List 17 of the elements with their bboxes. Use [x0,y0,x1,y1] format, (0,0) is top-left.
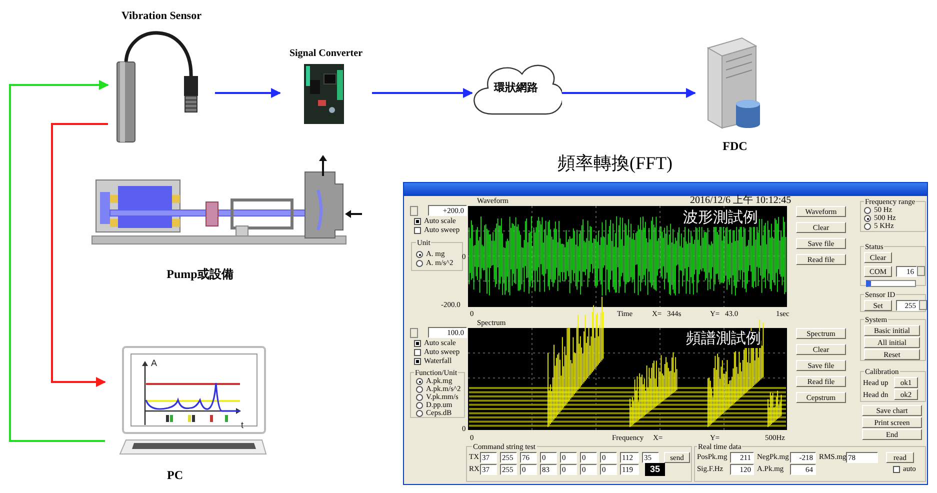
arrow [51,123,108,387]
arrow [562,88,696,98]
ui-label: 2016/12/6 上午 10:12:45 [690,196,792,206]
node-label: FDC [722,139,748,153]
section-heading: 頻率轉換(FFT) [556,153,674,173]
arrow [372,88,473,98]
node-label: PC [166,468,184,482]
node-label: 環狀網路 [492,82,539,95]
node-label: Pump或設備 [166,267,234,281]
arrow [215,88,281,98]
axis-letter: t [241,420,244,430]
plot-overlay-text: 波形測試例 [683,210,758,227]
node-label: Signal Converter [288,48,364,60]
axis-letter: A [151,358,158,368]
node-label: Vibration Sensor [120,10,202,23]
value-display: 35 [645,463,665,476]
plot-overlay-text: 頻譜測試例 [686,331,761,348]
